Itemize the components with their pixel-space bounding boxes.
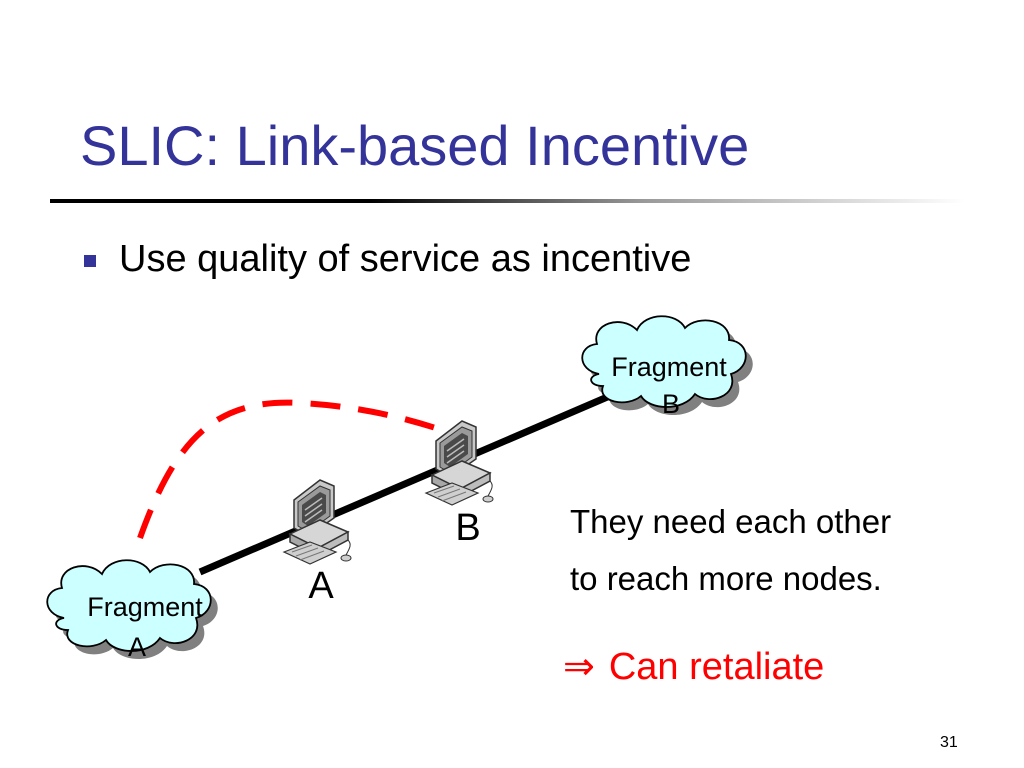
bullet-text: Use quality of service as incentive xyxy=(119,238,692,280)
dashed-link xyxy=(137,399,449,540)
fragment-b-label-line2: B xyxy=(662,389,680,419)
title-divider xyxy=(50,199,965,203)
slide-title: SLIC: Link-based Incentive xyxy=(80,114,750,177)
computer-icon xyxy=(283,479,352,565)
slide-number: 31 xyxy=(940,734,958,751)
computer-icon xyxy=(425,420,494,506)
node-a-label: A xyxy=(308,565,334,607)
bullet-square-icon xyxy=(84,255,96,267)
implies-arrow-icon: ⇒ xyxy=(563,646,595,688)
note-line-2: to reach more nodes. xyxy=(570,560,882,597)
conclusion-text: Can retaliate xyxy=(608,646,825,688)
note-line-1: They need each other xyxy=(570,503,892,540)
node-b-label: B xyxy=(455,507,480,549)
fragment-a-label-line2: A xyxy=(128,632,146,662)
fragment-a-label-line1: Fragment xyxy=(87,592,203,622)
conclusion: ⇒ Can retaliate xyxy=(563,648,824,686)
network-link xyxy=(198,391,614,576)
fragment-b-label-line1: Fragment xyxy=(611,352,727,382)
